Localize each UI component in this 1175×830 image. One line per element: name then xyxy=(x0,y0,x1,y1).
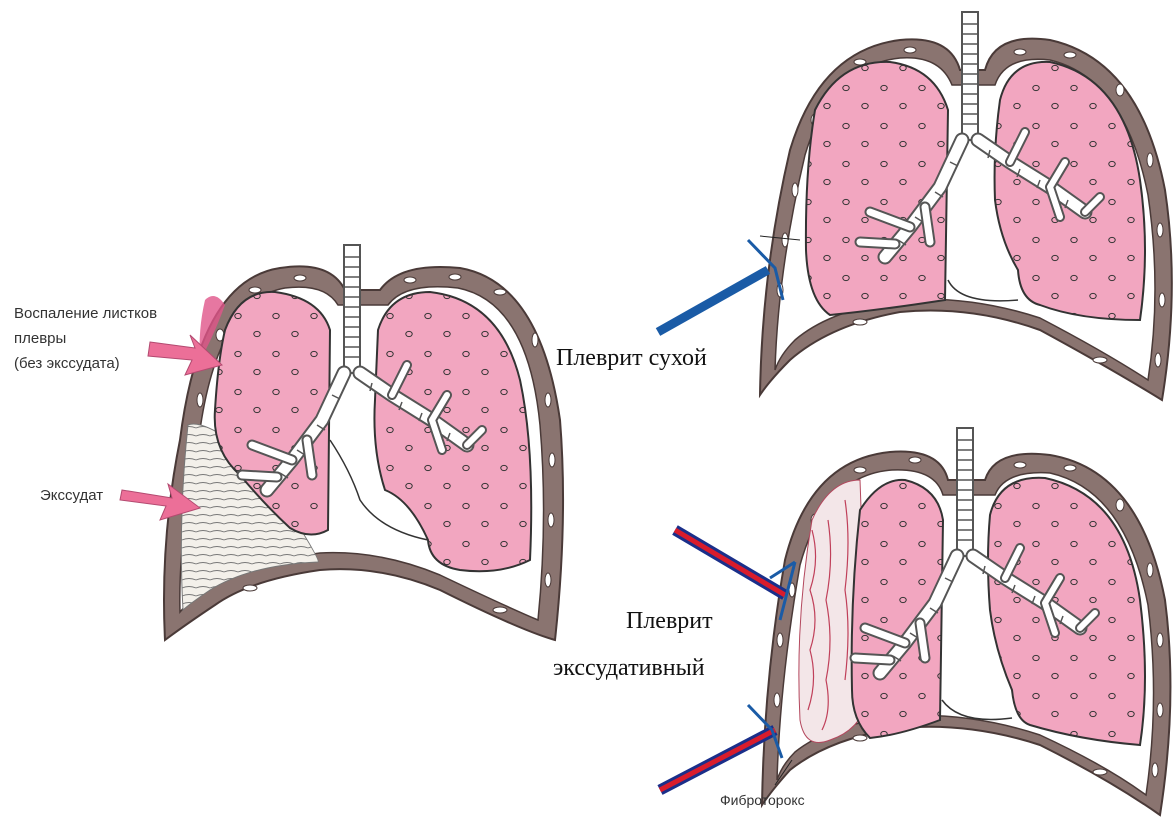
pointer-arrow-icon xyxy=(658,270,768,332)
label-inflammation: Воспаление листков плевры (без экссудата… xyxy=(14,305,157,372)
label-dry-pleurisy: Плеврит сухой xyxy=(556,345,707,371)
exudative-pleurisy-diagram xyxy=(762,428,1170,815)
label-inflammation-line1: Воспаление листков xyxy=(14,305,157,322)
label-exudate: Экссудат xyxy=(40,487,103,504)
left-lung-diagram xyxy=(164,245,563,640)
label-exudative-line2: экссудативный xyxy=(553,655,705,681)
label-inflammation-line2: плевры xyxy=(14,330,66,347)
label-fibrothorax: Фиброторокс xyxy=(720,792,805,808)
dry-pleurisy-diagram xyxy=(760,12,1172,400)
label-inflammation-line3: (без экссудата) xyxy=(14,355,120,372)
label-exudative-line1: Плеврит xyxy=(626,608,713,634)
